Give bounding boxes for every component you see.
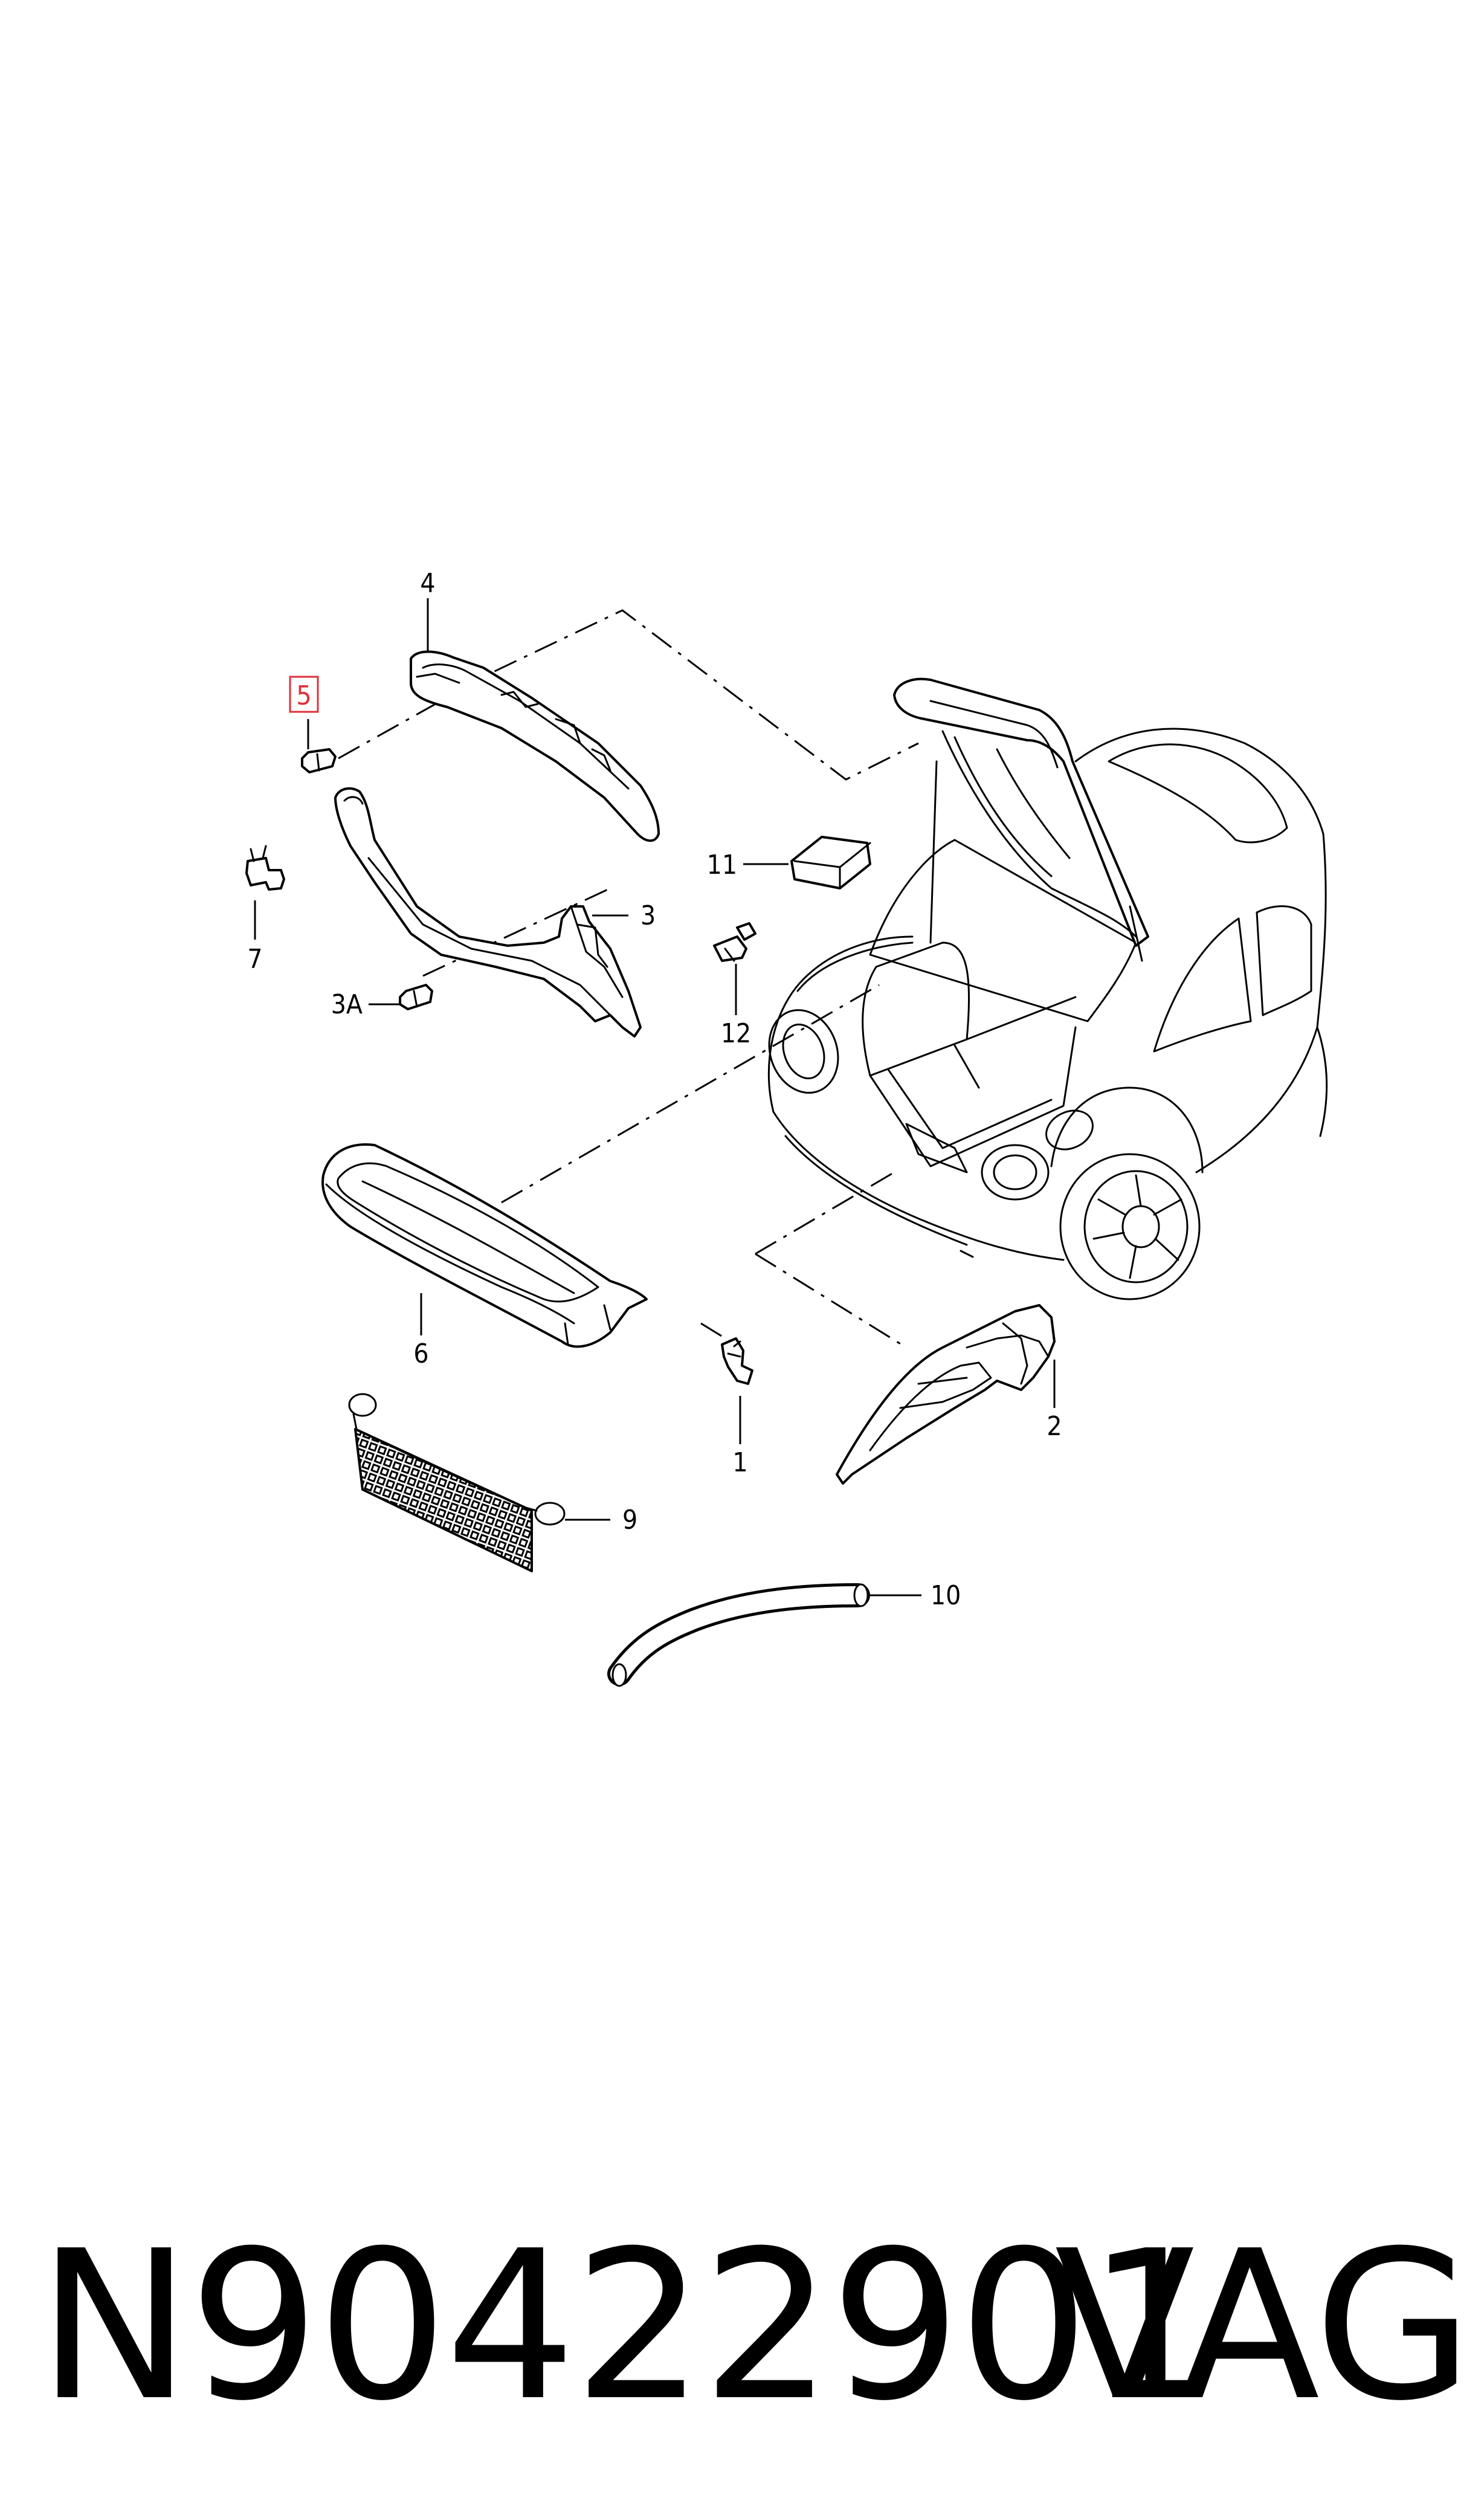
part-9-net [348,1393,566,1572]
part-1-fastener [721,1337,753,1385]
part-10-hose [607,1583,870,1687]
part-3a-screw [399,984,433,1010]
callout-4[interactable]: 4 [420,568,435,599]
callout-12[interactable]: 12 [721,1018,751,1049]
part-5-screw [301,748,337,773]
part-7-clip [245,845,285,891]
exploded-parts-diagram: 4 5 3 3A 7 11 12 6 1 2 9 10 [245,568,1328,1687]
part-11-pad [790,836,871,889]
callout-labels: 4 5 3 3A 7 11 12 6 1 2 9 10 [247,568,1062,1611]
assembly-lines [338,609,919,1349]
callout-1[interactable]: 1 [732,1447,747,1478]
car-body [767,677,1328,1300]
callout-9[interactable]: 9 [622,1505,637,1535]
footer: N90422901 VAG [0,2224,1484,2429]
callout-5[interactable]: 5 [296,680,311,711]
callout-11[interactable]: 11 [707,850,737,880]
callout-2[interactable]: 2 [1047,1411,1062,1442]
callout-7[interactable]: 7 [247,944,262,975]
callout-6[interactable]: 6 [413,1338,428,1369]
leader-lines [254,598,1056,1596]
part-4-trim-panel [410,650,660,842]
brand-name: VAG [1054,2207,1473,2446]
part-6-parcel-shelf [321,1143,648,1348]
callout-10[interactable]: 10 [931,1580,961,1611]
callout-3a[interactable]: 3A [331,989,363,1020]
part-2-side-trim [836,1304,1056,1485]
callout-3[interactable]: 3 [640,900,656,931]
part-12-stud [713,922,757,962]
part-number: N90422901 [37,2207,1218,2446]
part-3-pillar-trim [334,787,642,1038]
callout-5-highlight-box [289,676,319,713]
